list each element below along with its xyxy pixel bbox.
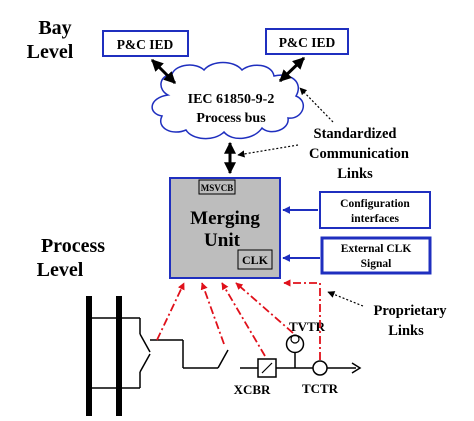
process-level-label-line1: Process [41, 235, 105, 257]
msvcb-label: MSVCB [201, 183, 234, 193]
link-tvtr [235, 282, 294, 334]
extclk-label-line1: External CLK [341, 243, 412, 255]
xcbr-label: XCBR [234, 382, 271, 397]
config-interfaces-box [319, 191, 431, 229]
process-bus-cloud [151, 61, 305, 140]
cloud-label-line2: Process bus [196, 111, 266, 126]
extclk-label-line2: Signal [361, 258, 392, 270]
tvtr-label: TVTR [289, 319, 326, 334]
tctr-label: TCTR [302, 381, 339, 396]
std-links-line1: Standardized [314, 126, 397, 142]
clk-box [237, 249, 273, 270]
disconnector-upper [92, 317, 184, 368]
line-switch [217, 349, 229, 369]
msvcb-box [198, 179, 236, 195]
tctr-symbol [312, 360, 328, 376]
link-xcbr [221, 282, 266, 357]
std-links-pointer-bottom [237, 144, 299, 158]
pc-ied-left-label: P&C IED [117, 37, 174, 52]
link-line-switch [200, 282, 225, 345]
right-ied-bus-arrow [278, 56, 306, 83]
proprietary-pointer [327, 291, 364, 307]
config-label-line1: Configuration [340, 198, 410, 210]
busbar-right [116, 296, 122, 416]
link-disconnector-upper [156, 282, 185, 341]
pc-ied-right-box [265, 28, 349, 55]
busbar-left [86, 296, 92, 416]
disconnector-lower [92, 353, 151, 389]
pc-ied-right-label: P&C IED [279, 35, 336, 50]
std-links-line2: Communication [309, 146, 409, 162]
bay-level-label-line1: Bay [38, 17, 71, 39]
proprietary-label-line2: Links [388, 323, 424, 339]
pc-ied-left-box [102, 30, 189, 57]
left-ied-bus-arrow [150, 58, 177, 85]
process-level-label-line2: Level [37, 259, 84, 281]
config-label-line2: interfaces [351, 213, 399, 225]
merging-unit-label-line1: Merging [190, 208, 260, 229]
merging-unit-box [169, 177, 281, 279]
proprietary-label-line1: Proprietary [373, 303, 447, 319]
link-tctr [283, 279, 321, 360]
feeder-end-arrow [351, 362, 362, 374]
clk-label: CLK [242, 253, 269, 267]
proprietary-links [156, 279, 321, 360]
merging-unit-label-line2: Unit [204, 230, 241, 251]
bay-level-label-line2: Level [27, 41, 74, 63]
std-links-pointer-top [299, 87, 334, 123]
external-clk-box [320, 236, 432, 275]
cloud-label-line1: IEC 61850-9-2 [188, 92, 275, 107]
tvtr-symbol [285, 334, 305, 354]
std-links-line3: Links [337, 166, 373, 182]
